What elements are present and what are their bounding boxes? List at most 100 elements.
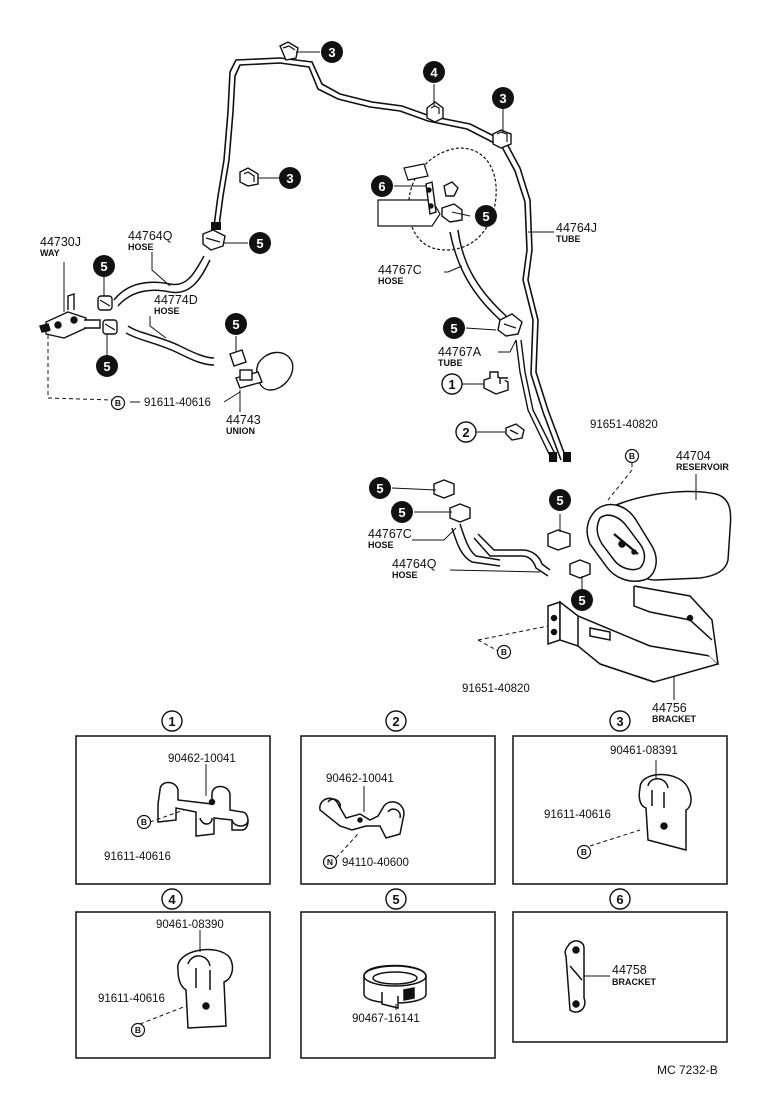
hose-clamp bbox=[497, 313, 523, 337]
part-name: HOSE bbox=[154, 306, 180, 316]
part-number: 44704 bbox=[676, 449, 711, 463]
detail-2-clip bbox=[319, 797, 405, 839]
callout-number: 5 bbox=[103, 359, 110, 374]
part-name: TUBE bbox=[438, 358, 463, 368]
part-number: 90461-08390 bbox=[156, 919, 224, 931]
part-name: HOSE bbox=[392, 570, 418, 580]
reservoir-44704 bbox=[586, 490, 732, 582]
bolt-marker bbox=[130, 1022, 146, 1038]
hose-clamp bbox=[433, 479, 455, 499]
part-number: 44756 bbox=[652, 701, 687, 715]
detail-3-clip bbox=[638, 773, 692, 851]
detail-2-leaders bbox=[335, 786, 365, 859]
detail-boxes bbox=[75, 735, 728, 1059]
part-number: 90461-08391 bbox=[610, 745, 678, 757]
detail-number: 6 bbox=[616, 892, 623, 907]
tube-clip bbox=[492, 129, 512, 149]
tube-end bbox=[211, 222, 221, 230]
callout-number: 5 bbox=[232, 317, 239, 332]
part-number: 44730J bbox=[40, 235, 81, 249]
part-number: 44764Q bbox=[128, 229, 173, 243]
callout-number: 3 bbox=[328, 45, 335, 60]
part-number: 91611-40616 bbox=[104, 851, 171, 863]
tube-clip bbox=[239, 167, 259, 187]
part-number: 91611-40616 bbox=[544, 809, 611, 821]
hose-44764q bbox=[113, 255, 211, 307]
detail-1-leaders bbox=[149, 764, 207, 823]
union-44743 bbox=[229, 349, 294, 391]
part-number: 91611-40616 bbox=[144, 397, 211, 409]
nut-marker-letter: N bbox=[327, 857, 333, 867]
part-number: 91651-40820 bbox=[462, 683, 530, 695]
part-number: 94110-40600 bbox=[342, 857, 409, 869]
clip-type-2 bbox=[505, 423, 525, 441]
hose-44774d bbox=[125, 325, 215, 366]
callout-number: 3 bbox=[286, 171, 293, 186]
callout-number: 5 bbox=[376, 481, 383, 496]
callout-number: 5 bbox=[450, 321, 457, 336]
part-number: 44767A bbox=[438, 345, 482, 359]
callout-number: 5 bbox=[256, 236, 263, 251]
detail-1-clip bbox=[157, 781, 249, 837]
hose-clamp bbox=[97, 295, 113, 311]
bolt-marker: B bbox=[110, 395, 126, 411]
bolt-marker-letter: B bbox=[141, 817, 147, 827]
way-44730j bbox=[39, 293, 101, 339]
part-number: 90467-16141 bbox=[352, 1013, 420, 1025]
callout-numbers: 3 3 4 3 6 5 5 5 5 5 5 5 5 5 5 bbox=[100, 45, 585, 608]
part-number: 91611-40616 bbox=[98, 993, 165, 1005]
tube-end bbox=[563, 452, 571, 462]
bracket-44756 bbox=[547, 585, 720, 683]
callout-number: 4 bbox=[430, 65, 438, 80]
part-number: 44743 bbox=[226, 413, 261, 427]
tube-end bbox=[549, 452, 557, 462]
detail-4-clip bbox=[177, 948, 234, 1029]
detail-number: 3 bbox=[616, 714, 623, 729]
hose-44767c-lower bbox=[451, 523, 501, 567]
callout-number: 1 bbox=[448, 377, 455, 392]
part-number: 44764Q bbox=[392, 557, 437, 571]
callout-number: 5 bbox=[398, 505, 405, 520]
detail-4-leaders bbox=[139, 930, 201, 1025]
part-name: RESERVOIR bbox=[676, 462, 729, 472]
hose-44767c bbox=[449, 229, 515, 329]
part-name: TUBE bbox=[556, 234, 581, 244]
brake-booster bbox=[377, 147, 497, 251]
nut-marker bbox=[322, 854, 338, 870]
detail-6-bracket bbox=[564, 940, 586, 1013]
bolt-marker-letter: B bbox=[581, 847, 587, 857]
part-number: 44764J bbox=[556, 221, 597, 235]
tube-clip bbox=[279, 41, 299, 61]
part-number: 44767C bbox=[378, 263, 422, 277]
figure-reference: MC 7232-B bbox=[657, 1063, 718, 1077]
leader-lines-center bbox=[394, 185, 554, 433]
part-labels: 44730J WAY 44764Q HOSE 44774D HOSE 91611… bbox=[40, 221, 729, 724]
hose-clamp bbox=[449, 503, 471, 523]
part-name: HOSE bbox=[368, 540, 394, 550]
detail-5-hose-clamp bbox=[363, 964, 427, 1009]
clip-type-1 bbox=[483, 371, 509, 395]
detail-number: 2 bbox=[392, 714, 399, 729]
hose-clamp bbox=[547, 529, 571, 551]
svg-text:B: B bbox=[115, 398, 121, 408]
bolt-marker: B bbox=[496, 644, 512, 660]
callout-number: 5 bbox=[556, 493, 563, 508]
callout-number: 5 bbox=[100, 259, 107, 274]
part-name: HOSE bbox=[128, 242, 154, 252]
tube-clip bbox=[426, 101, 444, 123]
detail-3-leaders bbox=[589, 760, 657, 847]
svg-text:B: B bbox=[629, 451, 635, 461]
callout-number: 5 bbox=[482, 209, 489, 224]
callout-number: 5 bbox=[578, 593, 585, 608]
detail-number: 5 bbox=[392, 892, 399, 907]
part-name: HOSE bbox=[378, 276, 404, 286]
part-number: 44774D bbox=[154, 293, 198, 307]
bracket-44758-mounted bbox=[425, 181, 463, 223]
part-name: UNION bbox=[226, 426, 255, 436]
detail-headers: 1 2 3 4 5 6 bbox=[161, 710, 631, 910]
part-number: 90462-10041 bbox=[326, 773, 394, 785]
hose-clamp bbox=[102, 319, 118, 335]
bolt-marker: B bbox=[624, 448, 640, 464]
